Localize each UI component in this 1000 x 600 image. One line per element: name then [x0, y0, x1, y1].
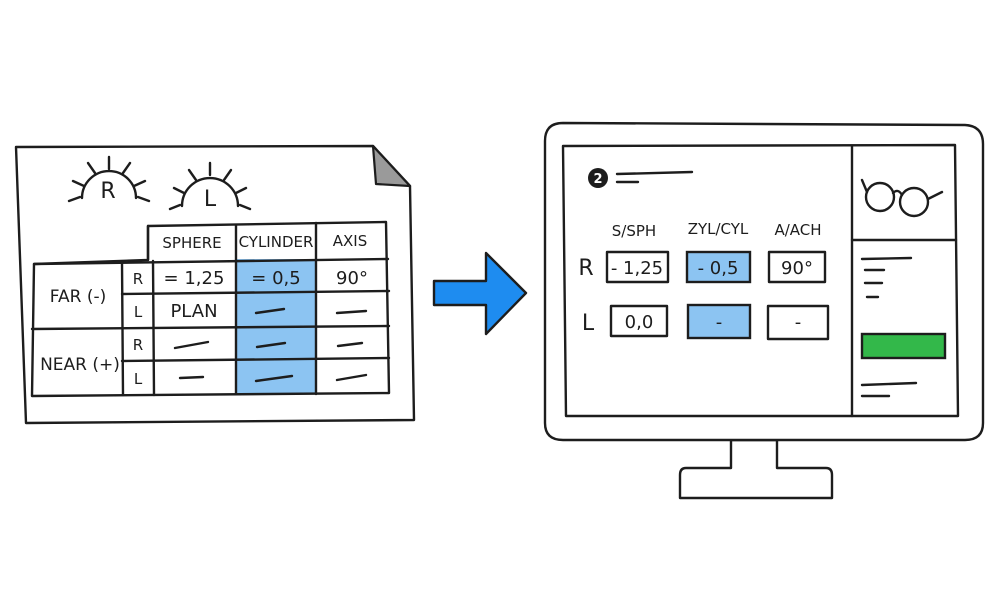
far-left-axis-dash — [335, 309, 368, 315]
monitor: 2 S/SPH ZYL/CYL A/ACH R L - 1,25 - 0,5 9… — [543, 121, 985, 500]
monitor-stand — [678, 438, 834, 500]
monitor-screen — [561, 143, 960, 418]
left-ach-field[interactable]: - — [766, 304, 830, 341]
right-ach-value: 90° — [781, 258, 813, 279]
right-sph-field[interactable]: - 1,25 — [605, 250, 670, 284]
left-sph-field[interactable]: 0,0 — [609, 304, 669, 338]
far-right-eye-label: R — [133, 270, 143, 288]
near-right-eye-label: R — [133, 336, 143, 354]
right-sph-value: - 1,25 — [611, 258, 663, 279]
monitor-row-label-l: L — [582, 311, 595, 336]
left-lens-gauge: L — [168, 161, 252, 212]
far-left-sphere-value: PLAN — [170, 301, 217, 322]
glasses-icon — [860, 178, 944, 218]
step-badge — [588, 168, 608, 188]
right-lens-gauge: R — [67, 155, 151, 204]
far-left-cylinder-dash — [254, 307, 286, 315]
near-left-axis-dash — [335, 373, 368, 382]
right-cyl-field[interactable]: - 0,5 — [685, 250, 752, 284]
monitor-header-sph: S/SPH — [612, 222, 656, 240]
transfer-arrow-icon — [432, 251, 528, 336]
step-number: 2 — [593, 172, 602, 187]
left-cyl-value: - — [716, 312, 723, 333]
prescription-sheet: R L SPHERE CYLINDER — [14, 144, 416, 425]
near-left-cylinder-dash — [254, 374, 294, 383]
monitor-bezel — [543, 121, 985, 442]
right-lens-label: R — [100, 179, 115, 204]
near-left-eye-label: L — [134, 370, 143, 388]
monitor-header-ach: A/ACH — [774, 221, 821, 239]
far-right-cylinder-value: = 0,5 — [251, 268, 300, 289]
column-header-sphere: SPHERE — [162, 234, 221, 252]
left-sph-value: 0,0 — [625, 312, 654, 333]
left-lens-label: L — [204, 187, 217, 212]
left-ach-value: - — [795, 312, 802, 333]
far-left-eye-label: L — [134, 303, 143, 321]
left-cyl-field[interactable]: - — [686, 303, 752, 340]
near-right-cylinder-dash — [255, 341, 287, 349]
prescription-table: SPHERE CYLINDER AXIS FAR (-) NEAR (+) R … — [30, 220, 391, 398]
monitor-header-cyl: ZYL/CYL — [688, 220, 749, 238]
paper-fold-corner — [371, 144, 412, 188]
monitor-row-label-r: R — [578, 256, 593, 281]
far-right-axis-value: 90° — [336, 268, 368, 289]
column-header-axis: AXIS — [333, 232, 367, 250]
sidebar-line — [860, 381, 918, 387]
confirm-button[interactable] — [860, 332, 947, 360]
sidebar-line — [860, 256, 913, 261]
section-label-near: NEAR (+) — [40, 355, 120, 375]
near-left-sphere-dash — [178, 375, 205, 380]
near-right-sphere-dash — [173, 340, 210, 350]
section-label-far: FAR (-) — [50, 287, 106, 307]
far-right-sphere-value: = 1,25 — [164, 268, 225, 289]
step-title-line — [615, 170, 694, 176]
right-cyl-value: - 0,5 — [698, 258, 739, 279]
right-ach-field[interactable]: 90° — [767, 250, 827, 284]
column-header-cylinder: CYLINDER — [239, 233, 314, 251]
near-right-axis-dash — [336, 341, 364, 348]
